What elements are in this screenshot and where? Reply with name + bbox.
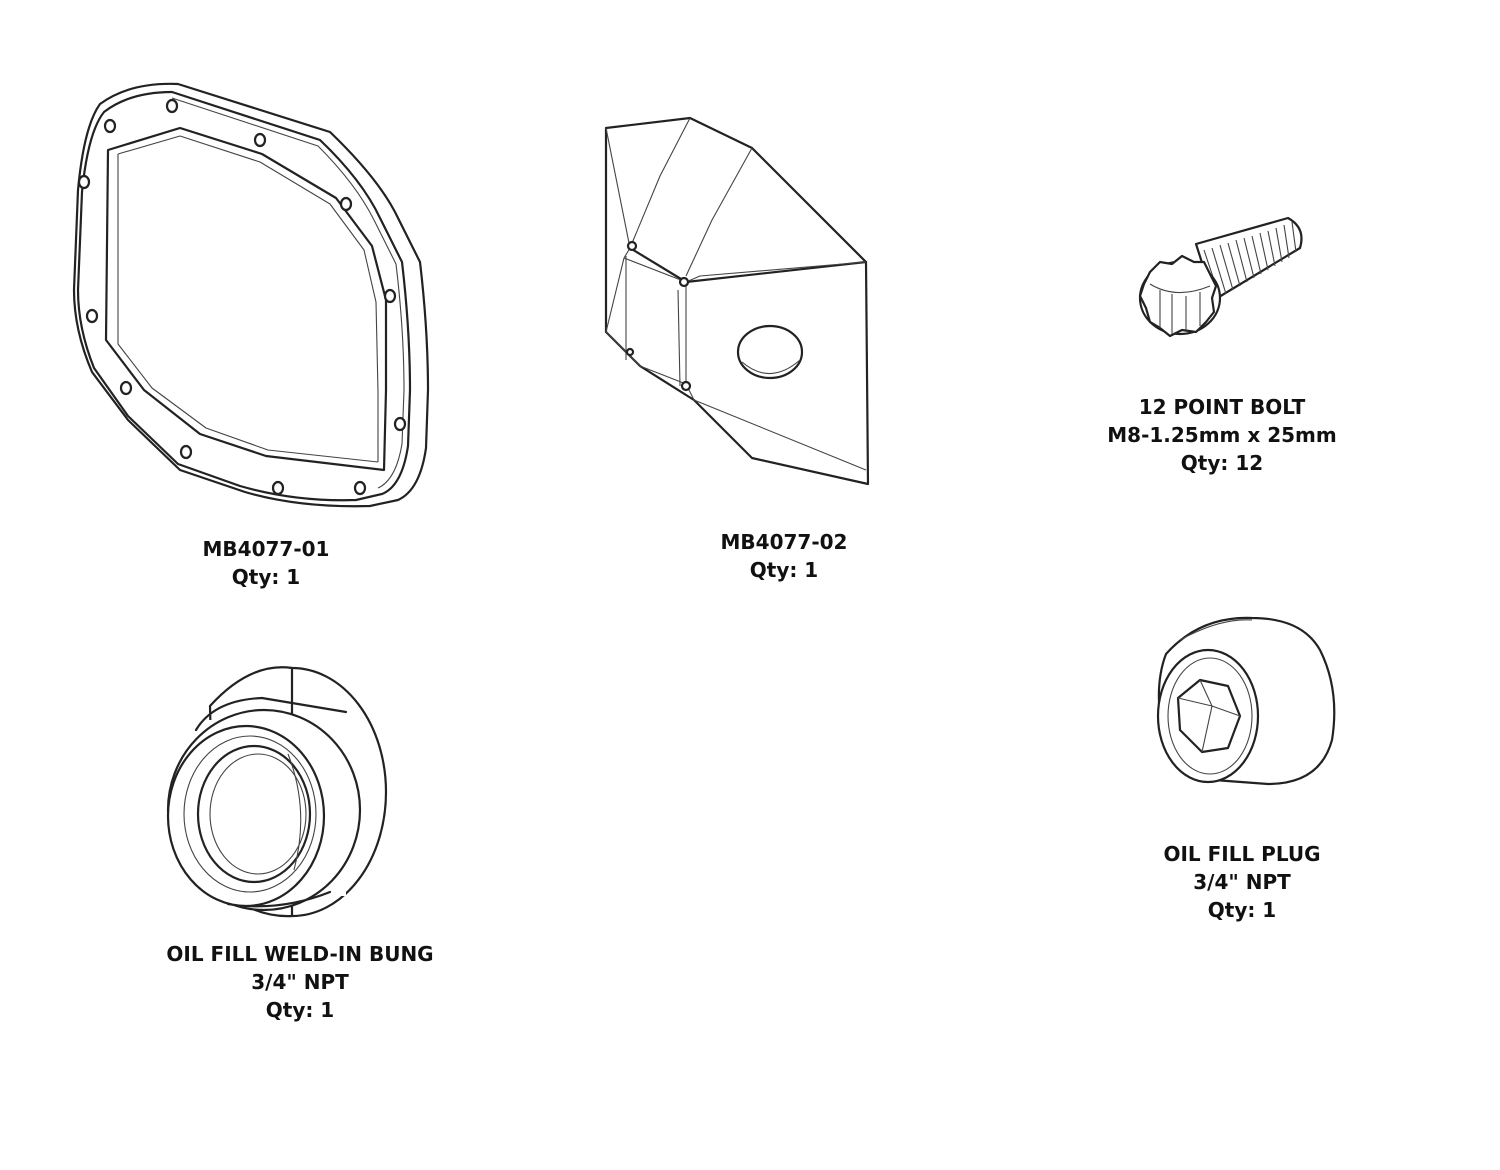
caption-cover: MB4077-01 Qty: 1 <box>56 535 476 591</box>
caption-bung-thread: 3/4" NPT <box>251 970 349 994</box>
caption-plug-name: OIL FILL PLUG <box>1163 842 1321 866</box>
caption-bolt: 12 POINT BOLT M8-1.25mm x 25mm Qty: 12 <box>1012 393 1432 477</box>
caption-cover-part-number: MB4077-01 <box>202 537 330 561</box>
differential-cover-icon <box>72 82 430 508</box>
weld-in-bung-icon <box>166 666 388 918</box>
caption-skid: MB4077-02 Qty: 1 <box>574 528 994 584</box>
12-point-bolt-icon <box>1138 216 1303 338</box>
caption-bolt-name: 12 POINT BOLT <box>1138 395 1306 419</box>
caption-bung-name: OIL FILL WELD-IN BUNG <box>166 942 434 966</box>
caption-plug-thread: 3/4" NPT <box>1193 870 1291 894</box>
caption-bung: OIL FILL WELD-IN BUNG 3/4" NPT Qty: 1 <box>90 940 510 1024</box>
caption-bolt-size: M8-1.25mm x 25mm <box>1107 423 1337 447</box>
caption-plug-qty: Qty: 1 <box>1207 898 1277 922</box>
caption-cover-qty: Qty: 1 <box>231 565 301 589</box>
skid-plate-icon <box>604 116 870 486</box>
caption-skid-part-number: MB4077-02 <box>720 530 848 554</box>
hex-socket-plug-icon <box>1156 616 1336 786</box>
caption-plug: OIL FILL PLUG 3/4" NPT Qty: 1 <box>1032 840 1452 924</box>
caption-bolt-qty: Qty: 12 <box>1180 451 1264 475</box>
caption-skid-qty: Qty: 1 <box>749 558 819 582</box>
caption-bung-qty: Qty: 1 <box>265 998 335 1022</box>
